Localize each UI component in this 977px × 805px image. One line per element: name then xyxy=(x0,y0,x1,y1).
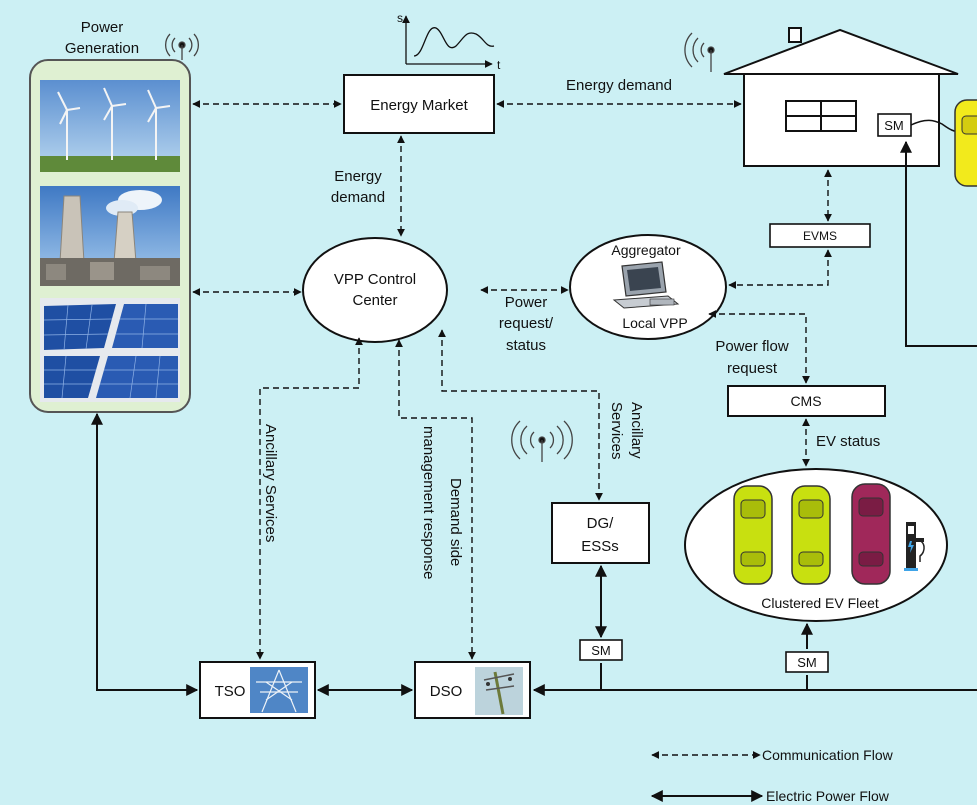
cms-label: CMS xyxy=(790,393,821,409)
house-icon xyxy=(723,27,959,167)
ancillary-services-label-right-line1: Ancillary xyxy=(628,402,645,459)
vpp-control-center xyxy=(302,237,448,343)
ancillary-services-label-right-line2: Services xyxy=(608,402,625,460)
power-request-label-line2: request/ xyxy=(499,315,554,332)
smart-meter-label: SM xyxy=(797,655,817,670)
transmission-tower-icon xyxy=(250,667,308,713)
cms-box xyxy=(727,385,886,417)
generation-title-line1: Power xyxy=(81,19,124,36)
wind-farm-image xyxy=(40,80,180,172)
power-flow-request-label-line2: request xyxy=(727,360,778,377)
wireless-icon xyxy=(684,32,715,72)
evms-box xyxy=(769,223,871,248)
charging-station-icon xyxy=(904,522,925,571)
wireless-icon xyxy=(511,420,573,462)
smart-meter-label: SM xyxy=(591,643,611,658)
dg-label-line1: DG/ xyxy=(587,515,615,532)
mini-price-plot xyxy=(402,15,495,68)
vpp-label-line2: Center xyxy=(352,292,397,309)
smart-meter-label: SM xyxy=(884,118,904,133)
vpp-label-line1: VPP Control xyxy=(334,271,416,288)
ancillary-services-label-left: Ancillary Services xyxy=(262,424,279,542)
wireless-icon xyxy=(164,33,200,60)
dg-ess-box xyxy=(551,502,650,564)
legend: Communication Flow Electric Power Flow xyxy=(650,747,894,804)
car-icon xyxy=(954,99,977,187)
energy-demand-label-line1: Energy xyxy=(334,168,382,185)
evms-label: EVMS xyxy=(803,229,837,243)
energy-demand-label: Energy demand xyxy=(566,77,672,94)
car-icon xyxy=(851,483,891,585)
power-request-label-line1: Power xyxy=(505,294,548,311)
legend-communication-label: Communication Flow xyxy=(762,747,894,763)
dg-label-line2: ESSs xyxy=(581,538,619,555)
ev-status-label: EV status xyxy=(816,433,880,450)
utility-pole-icon xyxy=(475,667,523,715)
thermal-plant-image xyxy=(40,186,180,286)
communication-flows xyxy=(192,100,832,660)
smart-meter-ev xyxy=(785,651,829,673)
mini-plot-x-label: t xyxy=(497,58,501,72)
mini-plot-y-label: s xyxy=(397,11,403,25)
energy-demand-label-line2: demand xyxy=(331,189,385,206)
dso-label: DSO xyxy=(430,683,463,700)
legend-electric-label: Electric Power Flow xyxy=(766,788,890,804)
solar-panels-image xyxy=(40,298,180,402)
energy-market-box xyxy=(343,74,495,134)
demand-side-label-line1: Demand side xyxy=(447,478,464,566)
ev-fleet-label: Clustered EV Fleet xyxy=(761,595,879,611)
power-generation-panel xyxy=(29,59,191,413)
generation-title-line2: Generation xyxy=(65,40,139,57)
aggregator-label: Aggregator xyxy=(611,242,681,258)
computer-icon xyxy=(612,261,680,309)
demand-side-label-line2: management response xyxy=(420,426,437,579)
tso-label: TSO xyxy=(215,683,246,700)
power-request-label-line3: status xyxy=(506,337,546,354)
local-vpp-label: Local VPP xyxy=(622,315,687,331)
smart-meter-dg xyxy=(579,639,623,661)
power-flow-request-label-line1: Power flow xyxy=(715,338,789,355)
energy-market-label: Energy Market xyxy=(370,97,468,114)
car-icon xyxy=(791,485,831,585)
electric-power-flows xyxy=(91,140,977,696)
car-icon xyxy=(733,485,773,585)
